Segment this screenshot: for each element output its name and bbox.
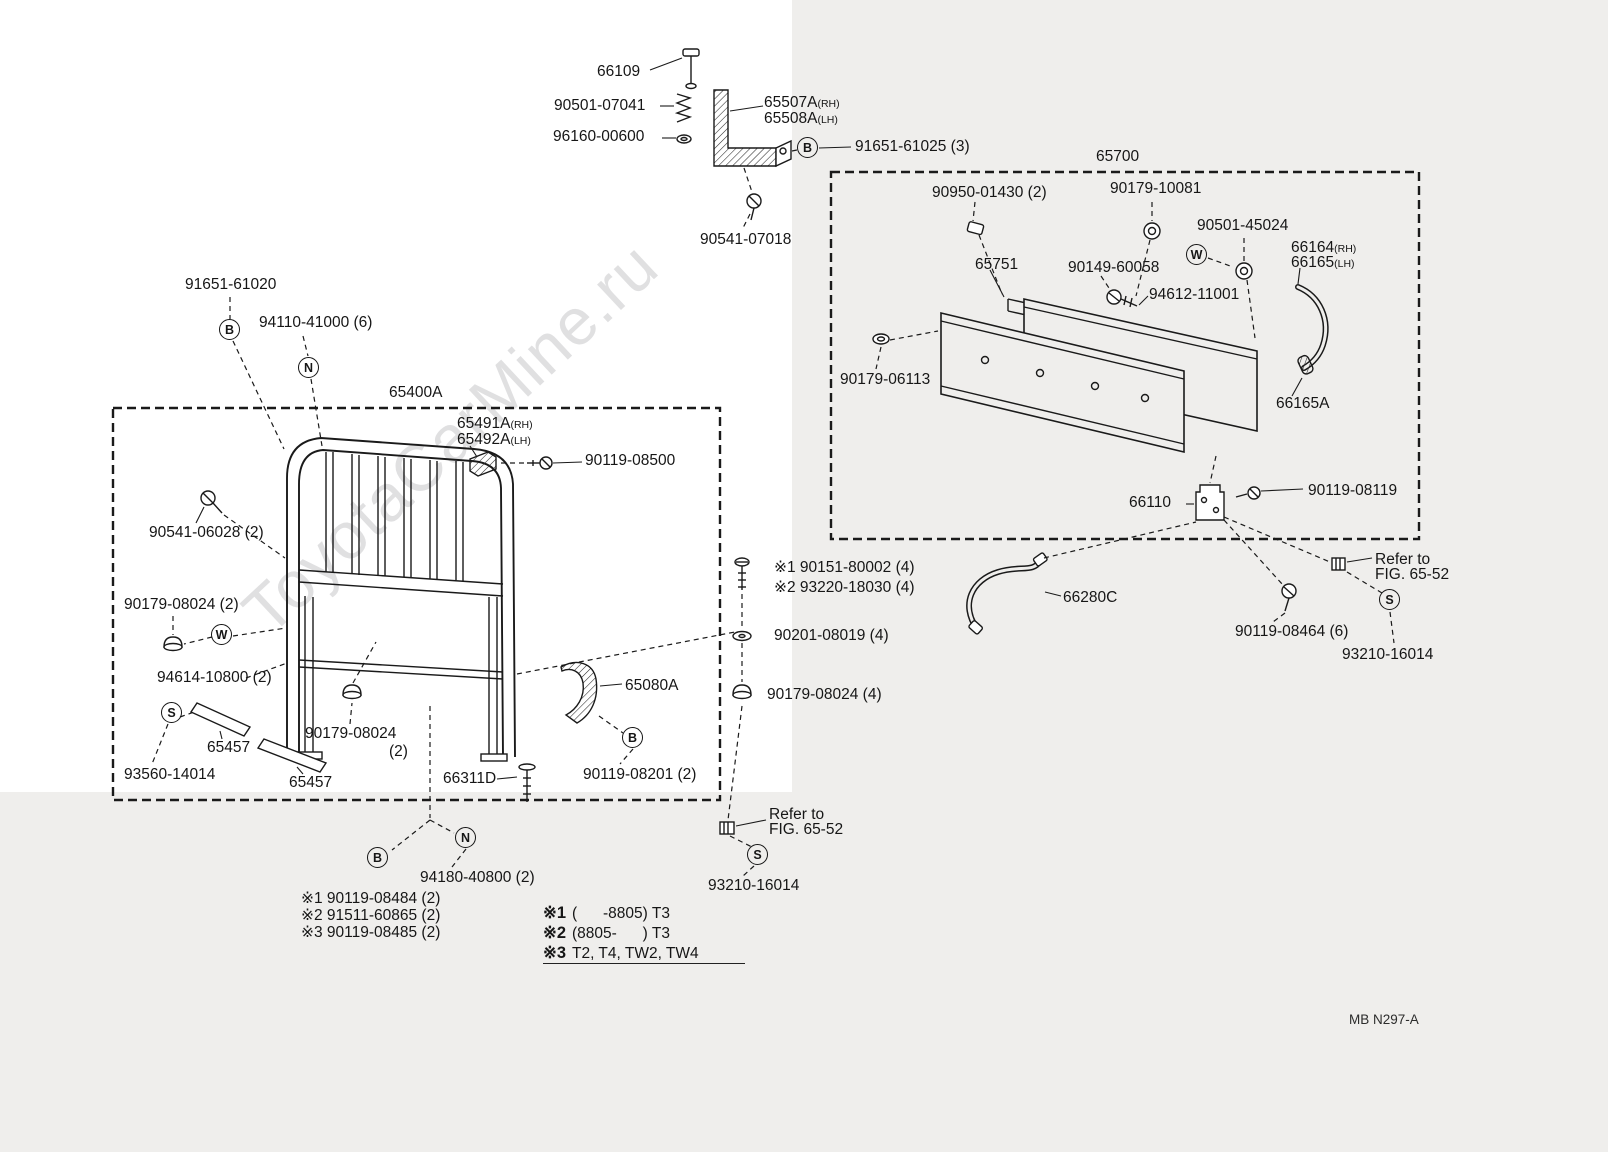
part-label-66109: 66109	[597, 63, 641, 80]
part-number: 65507A	[764, 94, 818, 111]
side-suffix: (LH)	[1334, 258, 1355, 270]
part-label-93210-16014-left: 93210-16014	[708, 877, 800, 894]
part-label-90119-08119: 90119-08119	[1308, 482, 1398, 499]
callout-w: W	[1186, 244, 1207, 265]
side-suffix: (RH)	[510, 419, 533, 431]
legend-text-1: ( -8805) T3	[572, 905, 670, 922]
callout-w: W	[211, 624, 232, 645]
part-label-90119-08464: 90119-08464 (6)	[1235, 623, 1349, 640]
part-label-90179-08024-center-qty: (2)	[389, 743, 408, 760]
refer-note-line2: FIG. 65-52	[769, 821, 844, 838]
callout-s: S	[1379, 589, 1400, 610]
part-label-90179-08024-left: 90179-08024 (2)	[124, 596, 239, 613]
part-label-90501-07041: 90501-07041	[554, 97, 646, 114]
assembly-label-65700: 65700	[1096, 148, 1140, 165]
part-label-65457-first: 65457	[207, 739, 251, 756]
legend-row-2: ※2 (8805- ) T3	[543, 923, 670, 943]
part-label-90151-80002: ※1 90151-80002 (4)	[774, 559, 915, 576]
guard-frame-drawing	[286, 437, 516, 762]
part-number: 65492A	[457, 431, 511, 448]
callout-b: B	[622, 727, 643, 748]
part-label-93210-16014: 93210-16014	[1342, 646, 1434, 663]
part-label-90119-08201: 90119-08201 (2)	[583, 766, 697, 783]
side-suffix: (RH)	[817, 98, 840, 110]
front-panel-assembly-drawing	[940, 298, 1258, 454]
note-row-90119-08485: ※3 90119-08485 (2)	[301, 924, 441, 941]
left-assembly-hardware-drawing	[151, 297, 736, 868]
part-label-66110: 66110	[1129, 494, 1171, 511]
callout-n: N	[455, 827, 476, 848]
top-bracket-assembly-drawing	[649, 48, 852, 231]
part-label-90541-07018: 90541-07018	[700, 231, 792, 248]
part-label-66164: 66164(RH)	[1291, 239, 1357, 256]
refer-note-line1: Refer to	[769, 806, 825, 823]
part-label-90950-01430: 90950-01430 (2)	[932, 184, 1047, 201]
part-label-93560-14014: 93560-14014	[124, 766, 216, 783]
part-label-90179-08024-center: 90179-08024	[305, 725, 397, 742]
center-fastener-column-drawing	[719, 557, 767, 877]
part-number: 66165	[1291, 254, 1335, 271]
note-row-91511-60865: ※2 91511-60865 (2)	[301, 907, 441, 924]
side-suffix: (RH)	[1334, 243, 1357, 255]
part-label-90149-60058: 90149-60058	[1068, 259, 1160, 276]
part-label-90501-45024: 90501-45024	[1197, 217, 1289, 234]
part-label-90201-08019: 90201-08019 (4)	[774, 627, 889, 644]
refer-note-line1: Refer to	[1375, 551, 1431, 568]
legend-mark-2: ※2	[543, 924, 567, 942]
side-suffix: (LH)	[817, 114, 838, 126]
part-label-93220-18030: ※2 93220-18030 (4)	[774, 579, 915, 596]
part-label-65751: 65751	[975, 256, 1019, 273]
part-label-65508a: 65508A(LH)	[764, 110, 838, 127]
part-label-65507a: 65507A(RH)	[764, 94, 840, 111]
part-label-65492a: 65492A(LH)	[457, 431, 531, 448]
legend-mark-1: ※1	[543, 904, 567, 922]
part-label-91651-61020: 91651-61020	[185, 276, 277, 293]
part-label-94180-40800: 94180-40800 (2)	[420, 869, 535, 886]
legend-row-3: ※3 T2, T4, TW2, TW4	[543, 943, 699, 963]
part-label-66280c: 66280C	[1063, 589, 1118, 606]
part-label-90179-06113: 90179-06113	[840, 371, 931, 388]
note-row-90119-08484: ※1 90119-08484 (2)	[301, 890, 441, 907]
assembly-label-65400a: 65400A	[389, 384, 443, 401]
part-label-94614-10800: 94614-10800 (2)	[157, 669, 272, 686]
part-label-96160-00600: 96160-00600	[553, 128, 645, 145]
right-assembly-hardware-drawing	[872, 201, 1395, 644]
part-label-65491a: 65491A(RH)	[457, 415, 533, 432]
refer-note-line2: FIG. 65-52	[1375, 566, 1450, 583]
legend-text-2: (8805- ) T3	[572, 925, 670, 942]
part-number: 66164	[1291, 239, 1335, 256]
callout-b: B	[797, 137, 818, 158]
left-assembly-boundary	[111, 406, 722, 802]
callout-s: S	[747, 844, 768, 865]
scan-white-background	[0, 0, 792, 792]
part-label-66165: 66165(LH)	[1291, 254, 1355, 271]
part-label-65080a: 65080A	[625, 677, 679, 694]
part-label-65457-second: 65457	[289, 774, 333, 791]
figure-code: MB N297-A	[1349, 1012, 1419, 1027]
part-label-90179-10081: 90179-10081	[1110, 180, 1202, 197]
part-label-90119-08500: 90119-08500	[585, 452, 676, 469]
callout-b: B	[367, 847, 388, 868]
part-number: 65508A	[764, 110, 818, 127]
legend-underline	[543, 963, 745, 964]
part-label-66165a: 66165A	[1276, 395, 1330, 412]
part-label-94110-41000: 94110-41000 (6)	[259, 314, 373, 331]
part-number: 65491A	[457, 415, 511, 432]
part-label-94612-11001: 94612-11001	[1149, 286, 1240, 303]
callout-b: B	[219, 319, 240, 340]
callout-s: S	[161, 702, 182, 723]
callout-n: N	[298, 357, 319, 378]
part-label-90179-08024-mid: 90179-08024 (4)	[767, 686, 882, 703]
part-label-91651-61025: 91651-61025 (3)	[855, 138, 970, 155]
legend-row-1: ※1 ( -8805) T3	[543, 903, 670, 923]
legend-text-3: T2, T4, TW2, TW4	[572, 945, 699, 962]
legend-mark-3: ※3	[543, 944, 567, 962]
part-label-66311d: 66311D	[443, 770, 497, 787]
part-label-90541-06028: 90541-06028 (2)	[149, 524, 264, 541]
side-suffix: (LH)	[510, 435, 531, 447]
